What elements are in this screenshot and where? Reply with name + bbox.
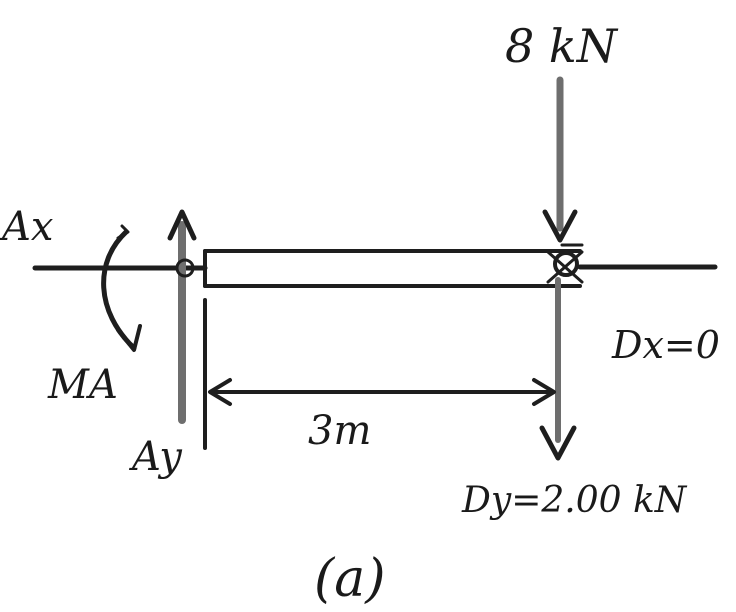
dx-label: Dx=0 (611, 323, 720, 367)
span-dimension (208, 378, 556, 406)
ax-label: Ax (0, 204, 53, 250)
support-d (539, 250, 584, 461)
ma-label: MA (47, 362, 118, 408)
applied-load-label: 8 kN (505, 19, 619, 73)
span-label: 3m (308, 408, 371, 454)
applied-load-arrow (542, 76, 578, 243)
caption: (a) (314, 549, 386, 609)
support-a (167, 209, 207, 450)
dy-label: Dy=2.00 kN (461, 480, 688, 521)
moment-arrow-ma (101, 224, 142, 352)
beam (203, 243, 584, 288)
ay-label: Ay (128, 434, 183, 480)
